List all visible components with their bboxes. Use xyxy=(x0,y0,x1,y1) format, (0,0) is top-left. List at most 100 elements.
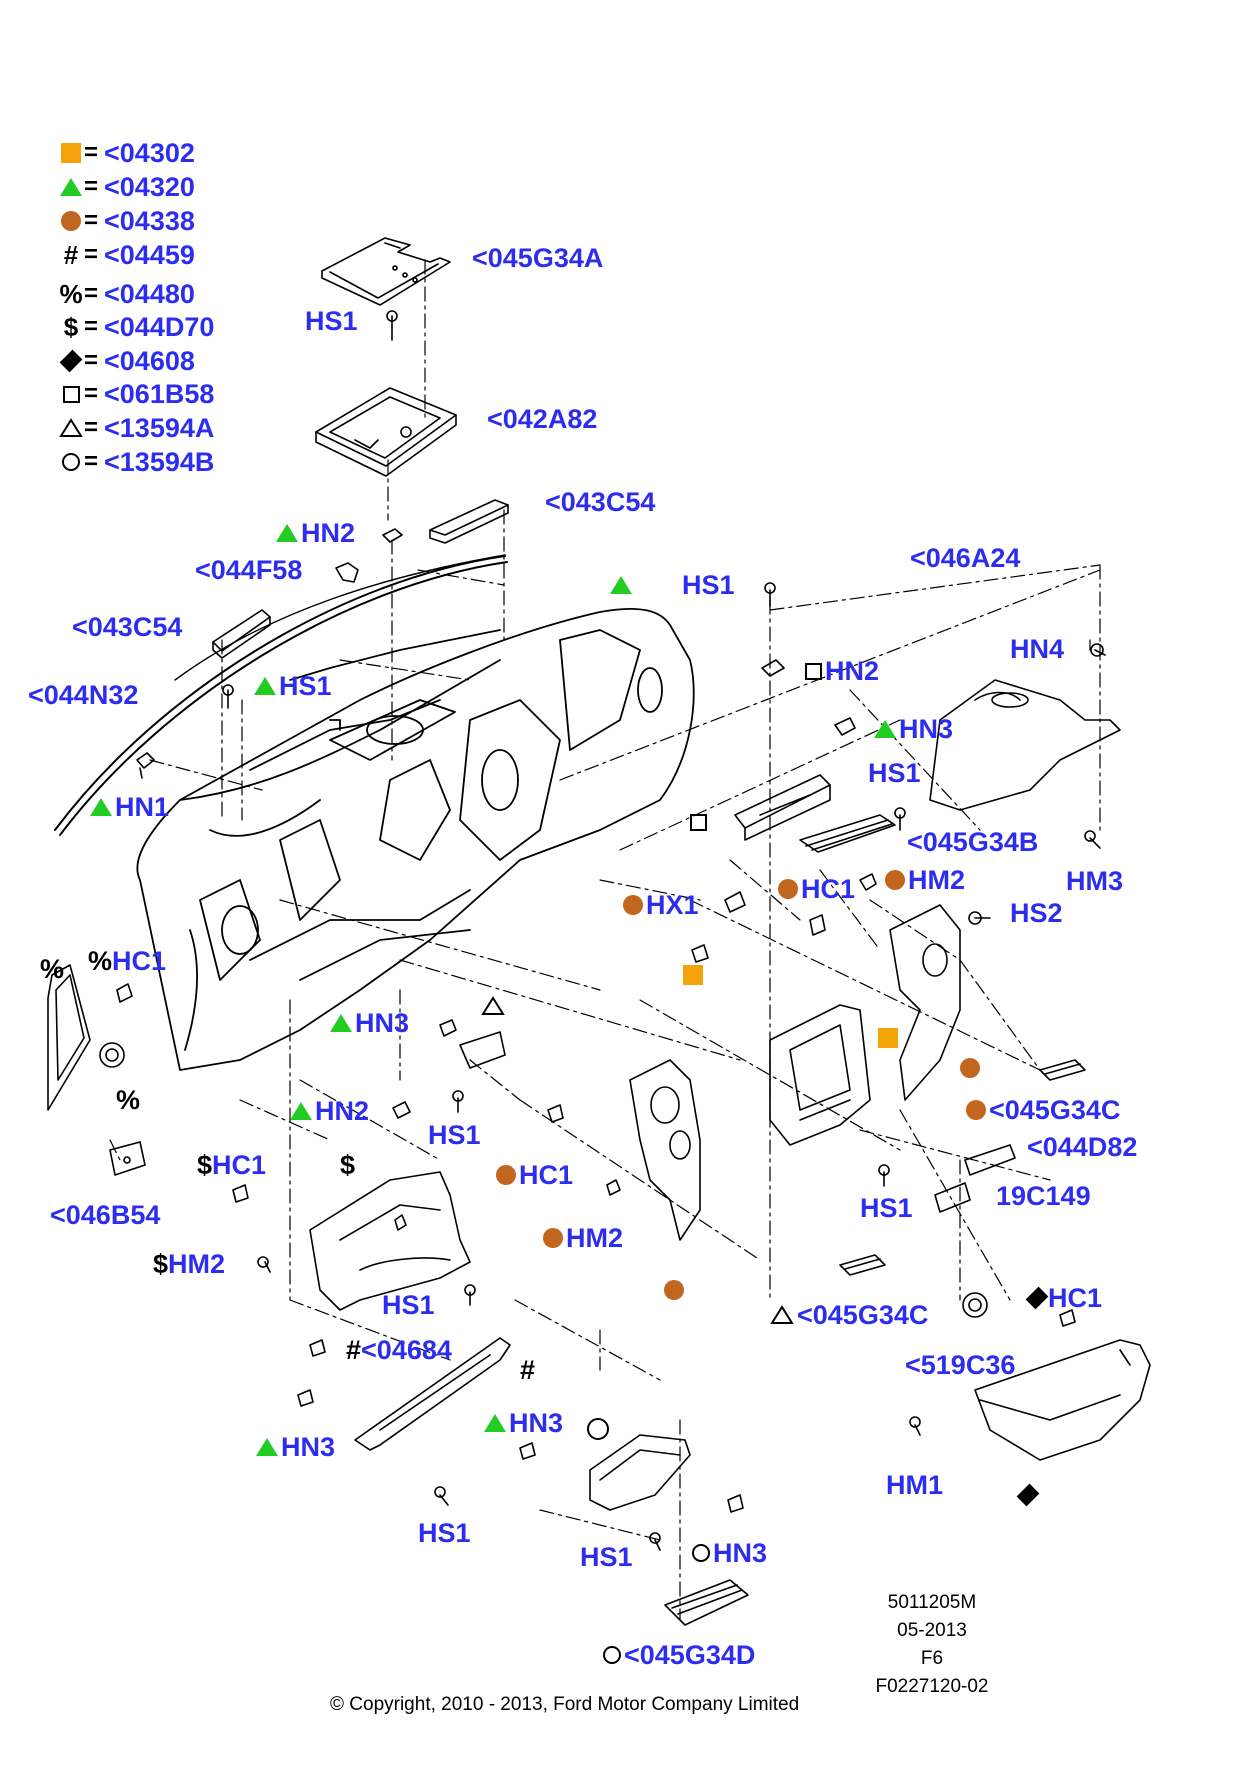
part-045G34A xyxy=(321,237,451,306)
legend-row: # = <04459 xyxy=(58,239,195,270)
diagram-ref-id: F0227120-02 xyxy=(875,1676,989,1697)
legend-label: <04459 xyxy=(104,239,195,270)
instrument-panel-body xyxy=(136,608,695,1071)
label-hs1[interactable]: HS1 xyxy=(305,306,358,336)
label-hs1[interactable]: HS1 xyxy=(254,671,332,701)
part-045G34D xyxy=(664,1579,749,1626)
label-045G34A[interactable]: <045G34A xyxy=(472,243,604,273)
part-043C54-top xyxy=(429,499,509,544)
label-045G34C[interactable]: <045G34C xyxy=(770,1300,928,1330)
label-043C54[interactable]: <043C54 xyxy=(72,612,183,642)
part-04608-lower-trim xyxy=(974,1339,1151,1461)
label-hs1[interactable]: HS1 xyxy=(580,1542,633,1572)
legend-label: <04320 xyxy=(104,171,195,202)
label-hn1[interactable]: HN1 xyxy=(90,792,169,822)
part-center-bezel xyxy=(769,1004,871,1146)
label-044D82[interactable]: <044D82 xyxy=(1027,1132,1138,1162)
label-hn2[interactable]: HN2 xyxy=(276,518,355,548)
percent-symbol: % xyxy=(59,278,83,309)
legend-label: <04302 xyxy=(104,137,195,168)
label-hs2[interactable]: HS2 xyxy=(1010,898,1063,928)
open-triangle-icon xyxy=(770,1305,794,1324)
label-hc1[interactable]: HC1 xyxy=(778,874,855,904)
label-hn2[interactable]: HN2 xyxy=(805,656,879,686)
label-043C54[interactable]: <043C54 xyxy=(545,487,656,517)
label-hn3[interactable]: HN3 xyxy=(874,714,953,744)
legend-row: = <061B58 xyxy=(58,379,214,409)
open-square-icon xyxy=(690,814,707,836)
label-hm2[interactable]: HM2 xyxy=(543,1223,623,1253)
green-triangle-icon xyxy=(330,1014,352,1032)
label-hs1[interactable]: HS1 xyxy=(860,1193,913,1223)
label-hc1-percent[interactable]: %HC1 xyxy=(88,946,167,976)
brown-circle-icon xyxy=(664,1280,684,1305)
label-hc1[interactable]: HC1 xyxy=(496,1160,573,1190)
green-triangle-icon xyxy=(276,524,298,542)
label-hm2-dollar[interactable]: $HM2 xyxy=(153,1249,226,1279)
percent-symbol: % xyxy=(40,954,65,984)
label-042A82[interactable]: <042A82 xyxy=(487,404,598,434)
legend-label: <13594A xyxy=(104,412,215,443)
label-hs1[interactable]: HS1 xyxy=(428,1120,481,1150)
label-hs1[interactable]: HS1 xyxy=(682,570,735,600)
part-hc1-clip-left xyxy=(116,983,133,1003)
label-045G34C[interactable]: <045G34C xyxy=(966,1095,1120,1125)
label-hn3[interactable]: HN3 xyxy=(256,1432,335,1462)
part-045G34B xyxy=(799,814,896,853)
label-045G34B[interactable]: <045G34B xyxy=(907,827,1039,857)
label-046A24[interactable]: <046A24 xyxy=(910,543,1021,573)
green-triangle-icon xyxy=(58,174,84,200)
part-04684-panel xyxy=(354,1337,511,1451)
diamond-icon xyxy=(1025,1286,1049,1310)
percent-symbol: % xyxy=(116,1085,141,1115)
diagram-ref-number: 5011205M xyxy=(887,1592,977,1613)
label-hm3[interactable]: HM3 xyxy=(1066,866,1124,896)
open-square-icon xyxy=(58,381,84,407)
label-hm2[interactable]: HM2 xyxy=(885,865,965,895)
brown-circle-icon xyxy=(623,895,643,915)
label-hm1[interactable]: HM1 xyxy=(886,1470,944,1500)
brown-circle-icon xyxy=(543,1228,563,1248)
diagram-ref-date: 05-2013 xyxy=(897,1620,967,1641)
legend-row: = <13594A xyxy=(58,412,215,443)
part-04480-end-cap xyxy=(47,964,91,1111)
label-hs1[interactable]: HS1 xyxy=(418,1518,471,1548)
part-046A24 xyxy=(929,679,1121,811)
label-19C149[interactable]: 19C149 xyxy=(996,1181,1091,1211)
open-square-icon xyxy=(805,662,822,680)
label-hs1[interactable]: HS1 xyxy=(382,1290,435,1320)
label-hn2[interactable]: HN2 xyxy=(290,1096,369,1126)
part-grommet-left xyxy=(99,1042,125,1068)
label-hc1-diamond[interactable]: HC1 xyxy=(1025,1283,1102,1313)
part-042A82 xyxy=(315,387,457,477)
open-circle-icon xyxy=(587,1418,609,1445)
diamond-icon xyxy=(58,348,84,374)
label-hn4[interactable]: HN4 xyxy=(1010,634,1065,664)
label-044N32[interactable]: <044N32 xyxy=(28,680,139,710)
legend-label: <13594B xyxy=(104,446,215,477)
label-519C36[interactable]: <519C36 xyxy=(905,1350,1016,1380)
label-hs1[interactable]: HS1 xyxy=(868,758,921,788)
brown-circle-icon xyxy=(778,879,798,899)
label-hn3[interactable]: HN3 xyxy=(330,1008,409,1038)
assembly-lines xyxy=(109,259,1101,1621)
hash-symbol: # xyxy=(520,1355,536,1385)
windshield-trim-strip xyxy=(54,554,508,836)
label-hn3[interactable]: HN3 xyxy=(692,1538,767,1568)
part-044F58 xyxy=(335,562,359,583)
label-hx1[interactable]: HX1 xyxy=(623,890,699,920)
label-045G34D[interactable]: <045G34D xyxy=(603,1640,755,1670)
brown-circle-icon xyxy=(885,870,905,890)
brown-circle-icon xyxy=(960,1058,980,1083)
open-circle-icon xyxy=(603,1646,621,1664)
fastener-screws xyxy=(222,310,1106,1551)
label-04684[interactable]: #<04684 xyxy=(346,1335,452,1365)
part-045G34C-lower xyxy=(839,1254,886,1276)
brown-circle-icon xyxy=(496,1165,516,1185)
label-046B54[interactable]: <046B54 xyxy=(50,1200,161,1230)
label-044F58[interactable]: <044F58 xyxy=(195,555,303,585)
green-triangle-icon xyxy=(290,1102,312,1120)
label-hc1-dollar[interactable]: $HC1 xyxy=(197,1150,267,1180)
label-hn3[interactable]: HN3 xyxy=(484,1408,563,1438)
